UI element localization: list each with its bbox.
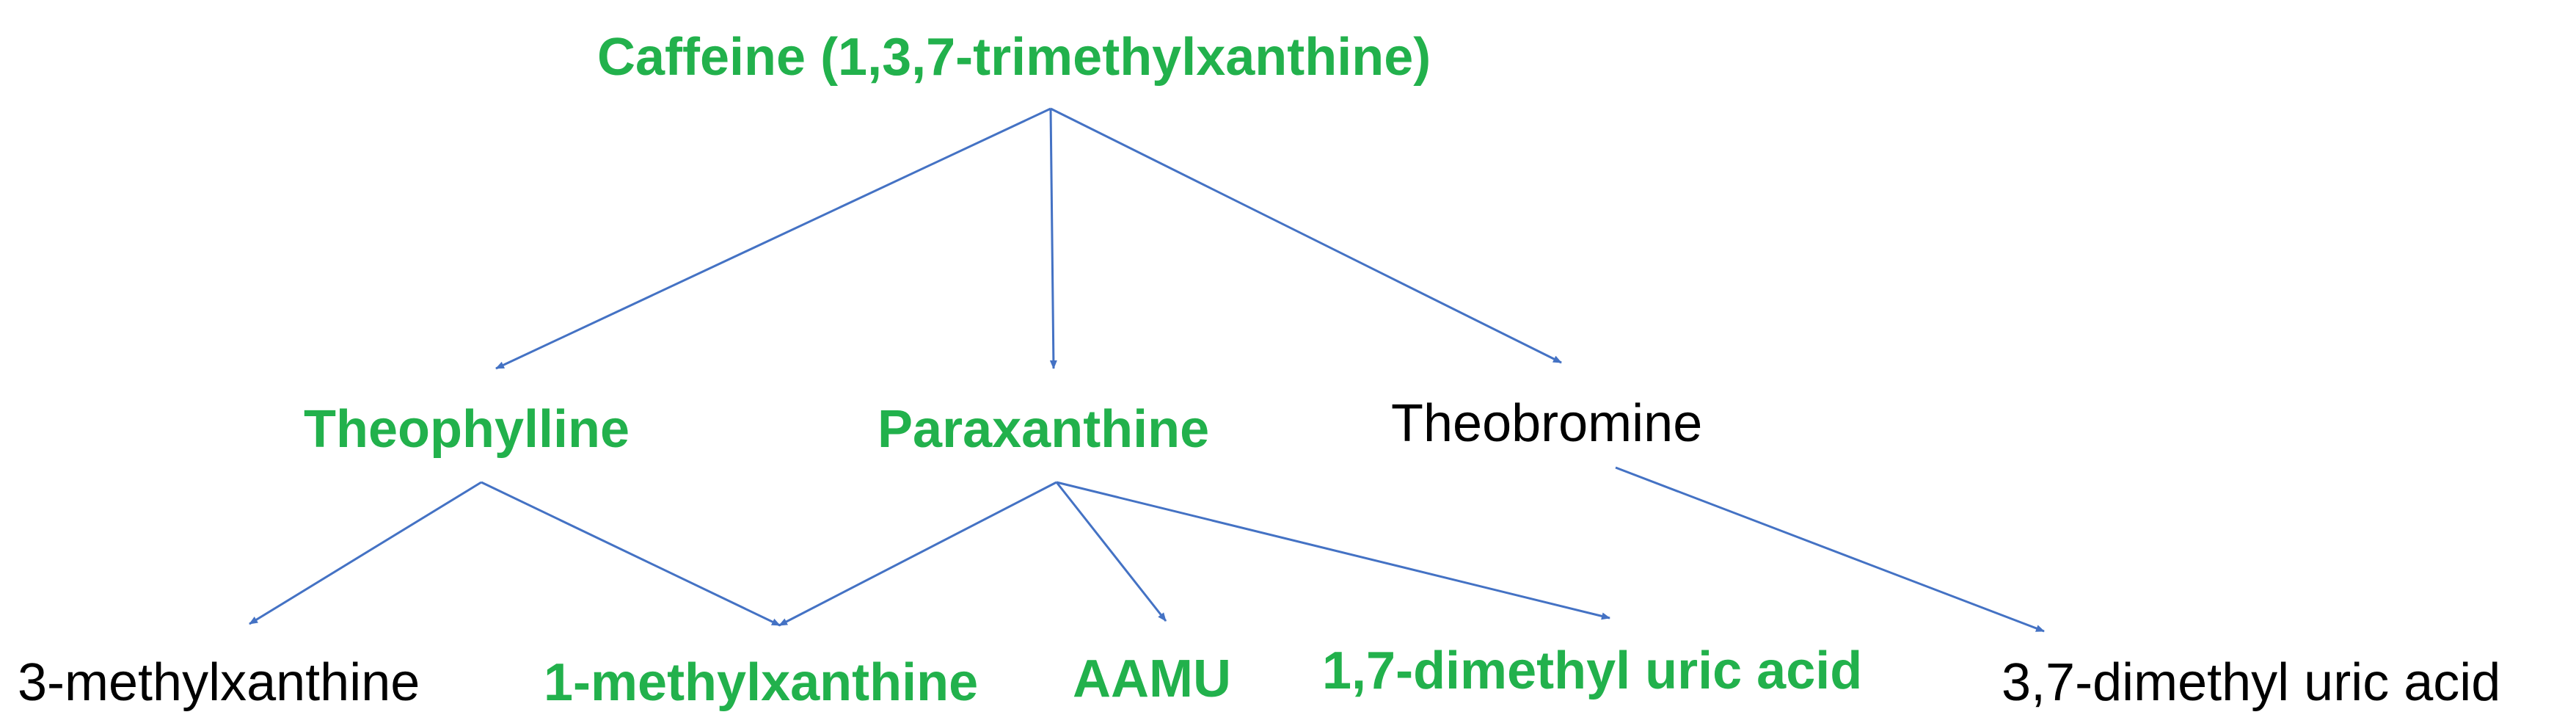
arrow-paraxanthine-to-dimethyl_uric_17: [1056, 481, 1610, 620]
arrow-caffeine-to-paraxanthine: [1049, 108, 1057, 369]
node-aamu: AAMU: [1073, 650, 1231, 708]
arrow-theophylline-to-methylxanthine_1: [481, 481, 781, 627]
node-theobromine: Theobromine: [1391, 394, 1703, 453]
node-paraxanthine: Paraxanthine: [877, 400, 1210, 459]
arrow-theobromine-to-dimethyl_uric_37: [1615, 466, 2045, 633]
arrow-theophylline-to-methylxanthine_3: [249, 481, 482, 625]
node-theophylline: Theophylline: [304, 400, 630, 459]
node-caffeine: Caffeine (1,3,7-trimethylxanthine): [597, 28, 1431, 87]
node-1-methylxanthine: 1-methylxanthine: [544, 653, 979, 712]
node-1-7-dimethyl-uric-acid: 1,7-dimethyl uric acid: [1322, 642, 1863, 700]
arrow-paraxanthine-to-aamu: [1055, 482, 1167, 622]
arrow-caffeine-to-theophylline: [495, 107, 1051, 370]
node-3-7-dimethyl-uric-acid: 3,7-dimethyl uric acid: [2002, 653, 2501, 712]
node-3-methylxanthine: 3-methylxanthine: [18, 653, 420, 712]
arrow-caffeine-to-theobromine: [1050, 107, 1562, 364]
arrow-paraxanthine-to-methylxanthine_1: [778, 481, 1057, 627]
